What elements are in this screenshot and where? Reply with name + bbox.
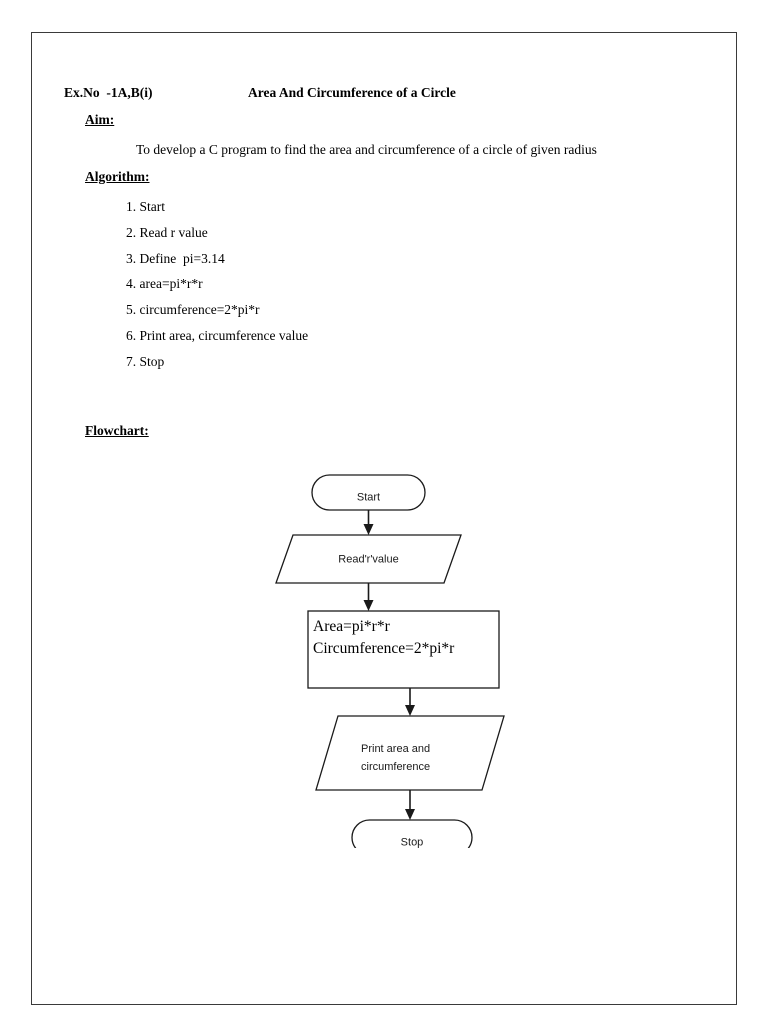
connector-print-to-stop <box>405 790 415 820</box>
algorithm-step: 6. Print area, circumference value <box>126 327 309 343</box>
flowchart-node-read: Read'r'value <box>275 534 462 584</box>
flowchart-node-stop-label: Stop <box>401 836 424 848</box>
flowchart-node-read-label: Read'r'value <box>338 553 398 565</box>
aim-body-text: To develop a C program to find the area … <box>136 142 597 157</box>
document-header: Ex.No -1A,B(i) Area And Circumference of… <box>64 85 704 105</box>
flowchart-node-stop: Stop <box>351 819 473 848</box>
algorithm-step: 1. Start <box>126 199 165 214</box>
algorithm-step: 4. area=pi*r*r <box>126 276 203 292</box>
flowchart-node-print: Print area and circumference <box>315 715 505 791</box>
flowchart-node-process: Area=pi*r*r Circumference=2*pi*r <box>307 610 500 689</box>
algorithm-heading: Algorithm: <box>85 169 150 184</box>
flowchart-node-start-label: Start <box>357 491 380 503</box>
connector-start-to-read <box>363 510 374 535</box>
flowchart-node-process-line2: Circumference=2*pi*r <box>313 640 455 657</box>
connector-read-to-process <box>363 583 374 611</box>
algorithm-step: 2. Read r value <box>126 224 208 240</box>
flowchart-diagram: Start Read'r'value Area=pi*r*r Cir <box>272 448 532 848</box>
page-title: Area And Circumference of a Circle <box>248 85 456 100</box>
connector-process-to-print <box>405 688 415 716</box>
flowchart-node-print-line1: Print area and <box>361 743 430 755</box>
algorithm-step-list: 1. Start 2. Read r value 3. Define pi=3.… <box>126 194 526 375</box>
page-sheet: Ex.No -1A,B(i) Area And Circumference of… <box>31 32 737 1005</box>
flowchart-node-print-line2: circumference <box>361 761 430 773</box>
flowchart-heading: Flowchart: <box>85 423 149 438</box>
aim-heading: Aim: <box>85 112 115 127</box>
exercise-number-label: Ex.No -1A,B(i) <box>64 85 153 100</box>
flowchart-node-start: Start <box>311 474 426 511</box>
algorithm-step: 7. Stop <box>126 353 165 369</box>
algorithm-step: 3. Define pi=3.14 <box>126 250 225 266</box>
algorithm-step: 5. circumference=2*pi*r <box>126 302 260 318</box>
flowchart-node-process-line1: Area=pi*r*r <box>313 618 391 635</box>
